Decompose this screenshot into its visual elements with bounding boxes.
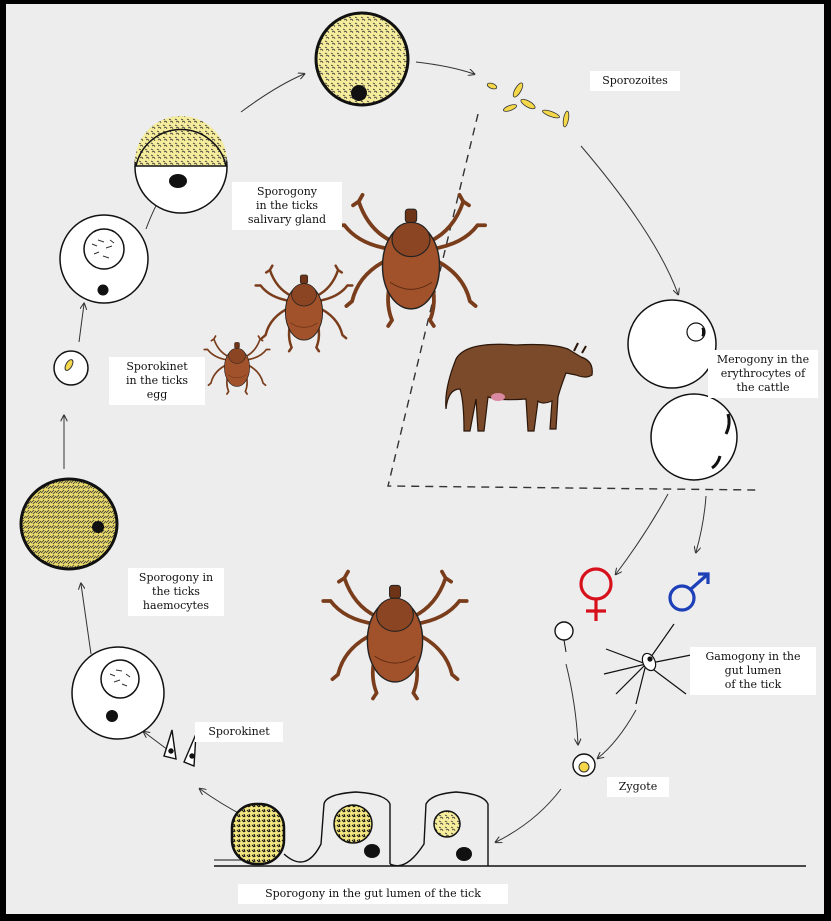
- label-gamogony-line3: of the tick: [694, 678, 812, 692]
- label-salivary-gland: Sporogony in the ticks salivary gland: [232, 182, 342, 230]
- label-egg-line3: egg: [113, 388, 201, 402]
- cycle-arrow: [81, 584, 91, 654]
- egg-cell: [54, 351, 88, 385]
- salivary-development-cell: [135, 116, 227, 213]
- cycle-arrow: [598, 710, 636, 758]
- label-sporokinet-egg: Sporokinet in the ticks egg: [109, 357, 205, 405]
- label-haemo-line2: the ticks: [132, 585, 220, 599]
- male-gamete: [604, 624, 696, 704]
- label-salivary-line3: salivary gland: [236, 213, 338, 227]
- label-sporozoites: Sporozoites: [590, 71, 680, 91]
- cycle-arrow: [416, 62, 474, 74]
- label-egg-line2: in the ticks: [113, 374, 201, 388]
- cycle-arrow: [241, 74, 304, 112]
- cycle-arrow: [616, 494, 668, 574]
- engorged-female-tick: [323, 572, 467, 699]
- cycle-arrow: [696, 496, 706, 552]
- label-merogony-line3: the cattle: [712, 381, 814, 395]
- adult-tick-large: [337, 195, 485, 326]
- label-gamogony-line1: Gamogony in the: [694, 650, 812, 664]
- label-gut-sporogony: Sporogony in the gut lumen of the tick: [238, 884, 508, 904]
- label-gamogony-line2: gut lumen: [694, 664, 812, 678]
- label-haemocytes: Sporogony in the ticks haemocytes: [128, 568, 224, 616]
- label-merogony-line2: erythrocytes of: [712, 367, 814, 381]
- label-zygote: Zygote: [607, 777, 669, 797]
- sporokinet-forms: [164, 730, 196, 766]
- haemocyte-early-cell: [72, 647, 164, 739]
- zygote-cell: [573, 754, 595, 776]
- life-cycle-diagram: Sporozoites Sporogony in the ticks saliv…: [6, 4, 824, 914]
- larva-tick: [204, 336, 270, 394]
- female-symbol-icon: [581, 569, 611, 621]
- label-haemo-line1: Sporogony in: [132, 571, 220, 585]
- label-gamogony: Gamogony in the gut lumen of the tick: [690, 647, 816, 695]
- female-gamete: [555, 622, 573, 652]
- label-salivary-line1: Sporogony: [236, 185, 338, 199]
- label-merogony: Merogony in the erythrocytes of the catt…: [708, 350, 818, 398]
- label-egg-line1: Sporokinet: [113, 360, 201, 374]
- haemocyte-cell: [21, 479, 117, 569]
- label-merogony-line1: Merogony in the: [712, 353, 814, 367]
- erythrocyte-cell-2: [651, 394, 737, 480]
- cow-host-illustration: [446, 343, 593, 431]
- diagram-canvas: [6, 4, 824, 914]
- cycle-arrow: [496, 789, 561, 842]
- sporozoites-cluster: [486, 82, 569, 128]
- male-symbol-icon: [670, 574, 708, 610]
- nymph-tick: [256, 266, 353, 352]
- erythrocyte-cell-1: [628, 300, 716, 388]
- label-sporokinet: Sporokinet: [195, 722, 283, 742]
- gut-epithelium: [214, 792, 806, 866]
- salivary-gland-cell: [316, 13, 408, 105]
- label-haemo-line3: haemocytes: [132, 599, 220, 613]
- cycle-arrow: [581, 146, 678, 294]
- cycle-arrow: [79, 304, 84, 342]
- cycle-arrow: [566, 664, 578, 744]
- label-salivary-line2: in the ticks: [236, 199, 338, 213]
- sporoblast-cell: [60, 215, 148, 303]
